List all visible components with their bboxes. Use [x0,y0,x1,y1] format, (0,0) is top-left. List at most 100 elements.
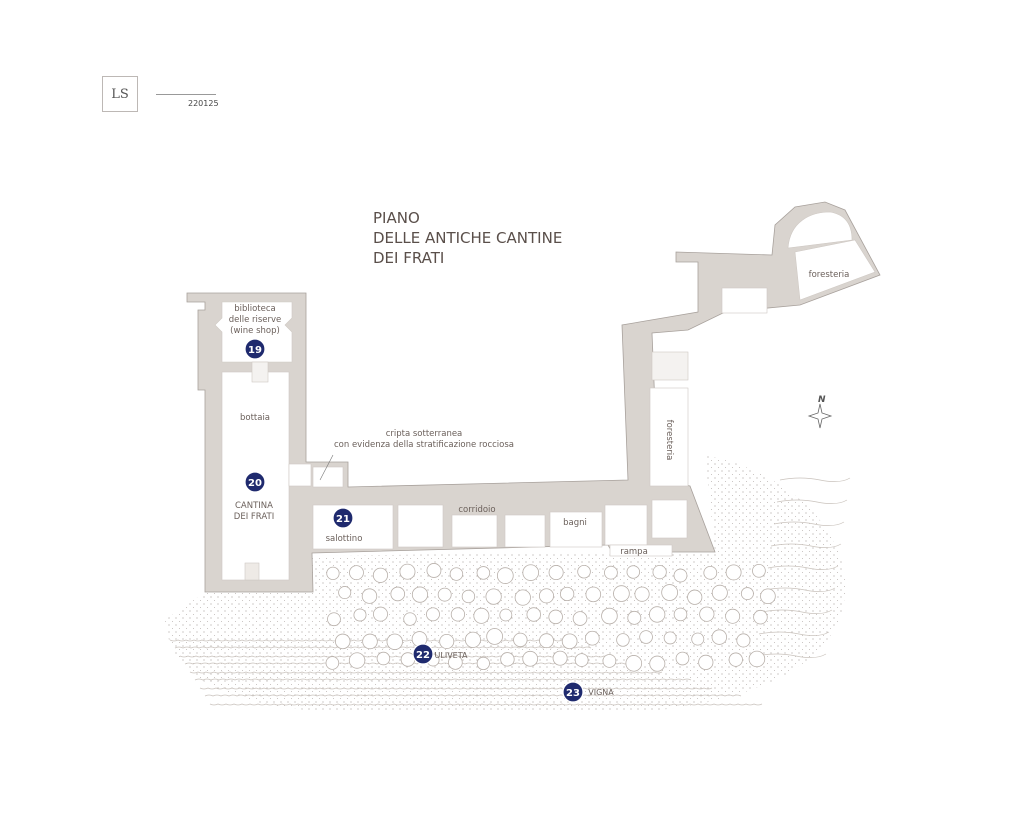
olive-tree [584,630,600,646]
olive-tree [353,608,367,622]
label-cantina-1: CANTINA [235,501,273,511]
olive-tree [753,609,768,625]
olive-tree [426,607,440,622]
olive-tree [652,565,667,580]
olive-tree [627,610,642,625]
corridor-room [397,504,444,548]
olive-tree [760,588,776,605]
room-apse [787,211,853,249]
stairs [651,351,689,381]
room-biblioteca [214,301,293,363]
marker-20[interactable]: 20 [244,471,266,493]
svg-text:22: 22 [416,650,430,661]
olive-tree [476,566,491,580]
olive-tree [711,584,728,601]
vine-row [199,687,713,690]
olive-tree [426,563,442,578]
vine-row [779,477,851,482]
vine-row [770,543,842,548]
olive-tree [673,568,688,583]
plan-title: PIANO DELLE ANTICHE CANTINE DEI FRATI [373,208,562,268]
divider [156,94,216,95]
building [186,201,881,593]
corridor-room [504,514,546,548]
compass-rose-icon [807,403,833,429]
vine-row [204,694,742,697]
rampa [609,544,673,557]
marker-23[interactable]: 23 [562,681,584,703]
label-biblioteca-1: biblioteca [234,304,276,314]
svg-text:19: 19 [248,345,262,356]
label-cripta-1: cripta sotterranea [386,429,463,439]
logo: LS [102,76,138,112]
label-foresteria-north: foresteria [809,270,850,280]
olive-tree [673,607,688,622]
olive-tree [560,586,575,602]
olive-tree [574,653,589,667]
vine-row [174,646,592,649]
olive-tree [725,608,741,624]
svg-text:20: 20 [248,478,262,489]
olive-tree [464,631,481,648]
olive-tree [496,567,514,584]
olive-tree [348,652,366,669]
olive-tree [552,650,568,666]
olive-tree [514,589,531,606]
room-salottino [312,504,394,550]
olive-tree [728,652,743,667]
olive-tree [736,633,751,648]
olive-tree [473,607,490,624]
olive-tree [403,612,417,626]
olive-tree [513,632,528,648]
olive-tree [703,565,718,580]
olive-tree [639,630,653,644]
olive-tree [373,606,388,622]
room-east [651,499,688,539]
olive-tree [325,656,340,670]
olive-tree [604,565,618,580]
olive-tree [449,567,464,581]
title-line-3: DEI FRATI [373,249,445,267]
olive-tree [437,587,452,602]
vine-row [209,703,763,706]
olive-tree [411,586,429,603]
stairs [244,562,260,581]
label-vigna: VIGNA [588,688,614,697]
olive-tree [334,633,351,650]
olive-tree [748,650,766,668]
passage [288,463,312,487]
svg-text:21: 21 [336,514,350,525]
olive-tree [362,633,378,650]
label-salottino: salottino [326,534,363,544]
olive-tree [399,563,416,580]
markers: 19 20 21 22 23 [244,338,584,703]
vine-row [194,678,692,681]
olive-tree [500,652,515,667]
olive-tree [648,606,666,623]
olive-tree [538,588,554,604]
marker-21[interactable]: 21 [332,507,354,529]
room-foresteria-east [649,387,689,487]
vine-row [758,631,830,636]
marker-22[interactable]: 22 [412,643,434,665]
label-bottaia: bottaia [240,413,270,423]
olive-tree [390,586,406,602]
marker-19[interactable]: 19 [244,338,266,360]
olive-tree [327,612,341,627]
olive-tree [448,655,463,670]
olive-tree [663,631,677,645]
vine-row [755,653,827,658]
vine-row [773,521,845,526]
olive-tree [326,566,340,580]
olive-tree [548,565,564,581]
olive-tree [486,628,503,645]
label-uliveta: ULIVETA [435,651,468,660]
room-labels: biblioteca delle riserve (wine shop) bot… [229,270,850,697]
title-line-1: PIANO [373,209,420,227]
olive-tree [698,654,714,670]
olive-tree [349,565,364,581]
olive-tree [526,607,541,622]
label-rampa: rampa [620,547,648,557]
olive-tree [461,589,476,604]
label-foresteria-east: foresteria [664,420,674,461]
